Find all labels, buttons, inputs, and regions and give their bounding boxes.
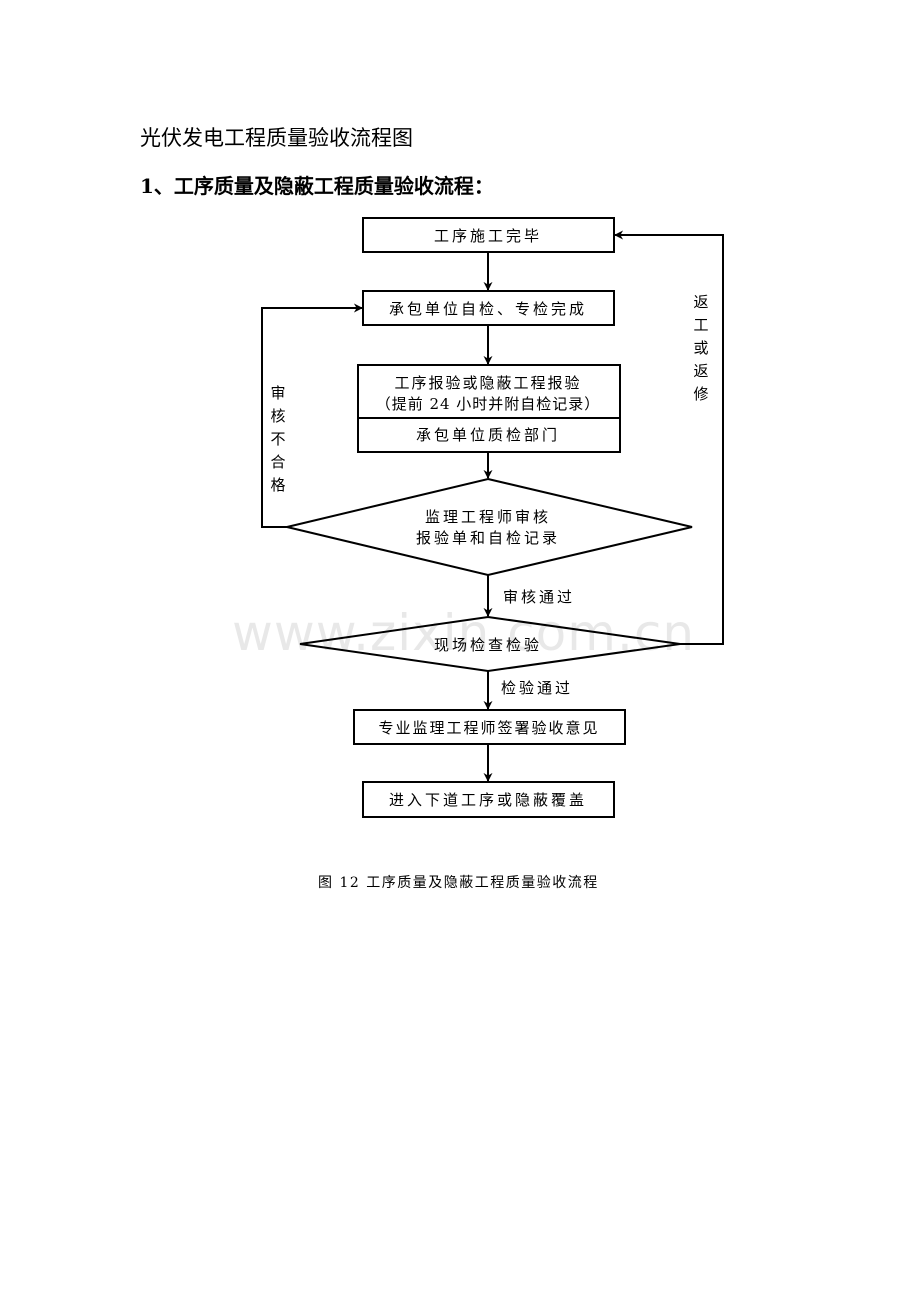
diamond-review bbox=[286, 477, 693, 577]
review-fail-char: 合 bbox=[270, 453, 285, 471]
review-fail-char: 审 bbox=[270, 384, 285, 402]
review-pass-label: 审核通过 bbox=[503, 588, 575, 606]
step3-label-line1: 工序报验或隐蔽工程报验 bbox=[394, 374, 581, 392]
figure-caption: 图 12 工序质量及隐蔽工程质量验收流程 bbox=[318, 875, 599, 891]
box-step5 bbox=[362, 781, 615, 818]
step4-label: 专业监理工程师签署验收意见 bbox=[378, 719, 599, 737]
review-fail-char: 格 bbox=[270, 476, 285, 494]
review-fail-char: 不 bbox=[270, 430, 285, 448]
step2-label: 承包单位自检、专检完成 bbox=[389, 300, 587, 318]
section-heading: 1、工序质量及隐蔽工程质量验收流程： bbox=[140, 174, 494, 198]
rework-char: 返 bbox=[693, 362, 708, 380]
inspect-pass-label: 检验通过 bbox=[501, 679, 573, 697]
rework-char: 或 bbox=[693, 339, 708, 357]
step1-label: 工序施工完毕 bbox=[434, 227, 542, 245]
rework-char: 返 bbox=[693, 293, 708, 311]
review-label-line2: 报验单和自检记录 bbox=[416, 529, 560, 547]
inspect-label: 现场检查检验 bbox=[434, 636, 542, 654]
step3-label-line2: （提前 24 小时并附自检记录） bbox=[376, 395, 601, 413]
rework-char: 修 bbox=[693, 385, 708, 403]
step3-label-line3: 承包单位质检部门 bbox=[416, 426, 560, 444]
arrow-rework-loop bbox=[614, 230, 724, 645]
arrow-review-fail-loop bbox=[261, 303, 363, 528]
box-step4 bbox=[353, 709, 626, 745]
review-label-line1: 监理工程师审核 bbox=[425, 508, 551, 526]
review-fail-char: 核 bbox=[270, 407, 285, 425]
rework-char: 工 bbox=[693, 316, 708, 334]
step5-label: 进入下道工序或隐蔽覆盖 bbox=[389, 791, 587, 809]
document-title: 光伏发电工程质量验收流程图 bbox=[140, 126, 413, 150]
